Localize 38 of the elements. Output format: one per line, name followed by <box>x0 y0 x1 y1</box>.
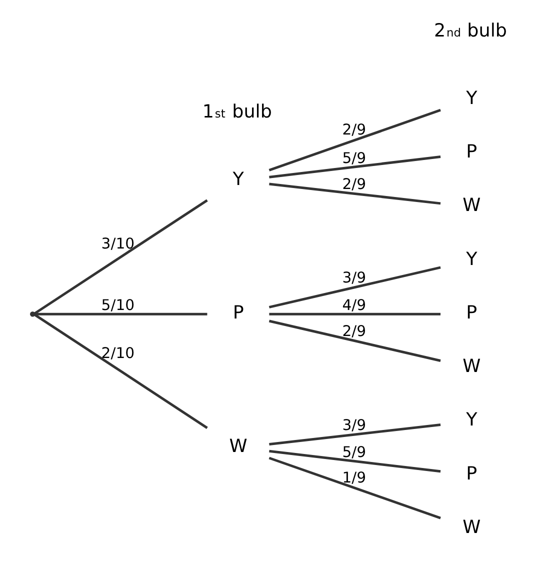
edge-label: 1/9 <box>342 469 366 486</box>
connector <box>269 312 441 316</box>
edge-label: 4/9 <box>342 296 366 314</box>
connector <box>268 456 441 520</box>
connector <box>35 312 208 316</box>
edge-label: 3/10 <box>101 235 135 252</box>
connector <box>269 182 441 205</box>
node-text: P <box>466 302 478 324</box>
connector <box>269 156 441 178</box>
node-text: P <box>232 302 244 324</box>
edge-label: 5/9 <box>342 150 366 167</box>
connector <box>34 199 208 315</box>
node-text: W <box>462 356 481 378</box>
node-text: W <box>462 195 481 216</box>
connector <box>268 108 441 172</box>
node-text: Y <box>466 248 478 270</box>
node-text: P <box>466 142 478 163</box>
node-text: Y <box>466 410 478 431</box>
edge-label: 5/10 <box>101 296 135 314</box>
connector <box>268 266 441 308</box>
connector <box>269 450 441 473</box>
edge-label: 5/9 <box>342 444 366 462</box>
node-text: W <box>462 516 481 538</box>
connector <box>34 314 208 429</box>
node-text: Y <box>232 168 244 190</box>
node-text: W <box>229 436 248 457</box>
edge-label: 2/9 <box>342 176 366 194</box>
edge-label: 2/10 <box>101 344 135 362</box>
node-text: Y <box>466 88 478 109</box>
node-text: P <box>466 463 478 484</box>
connector <box>268 320 441 362</box>
edge-label: 2/9 <box>342 121 366 138</box>
connector <box>269 423 441 446</box>
edge-label: 3/9 <box>342 416 366 434</box>
label: 1st bulb <box>202 102 272 123</box>
edge-label: 2/9 <box>342 323 366 340</box>
edge-label: 3/9 <box>342 270 366 287</box>
node-point <box>30 311 36 317</box>
